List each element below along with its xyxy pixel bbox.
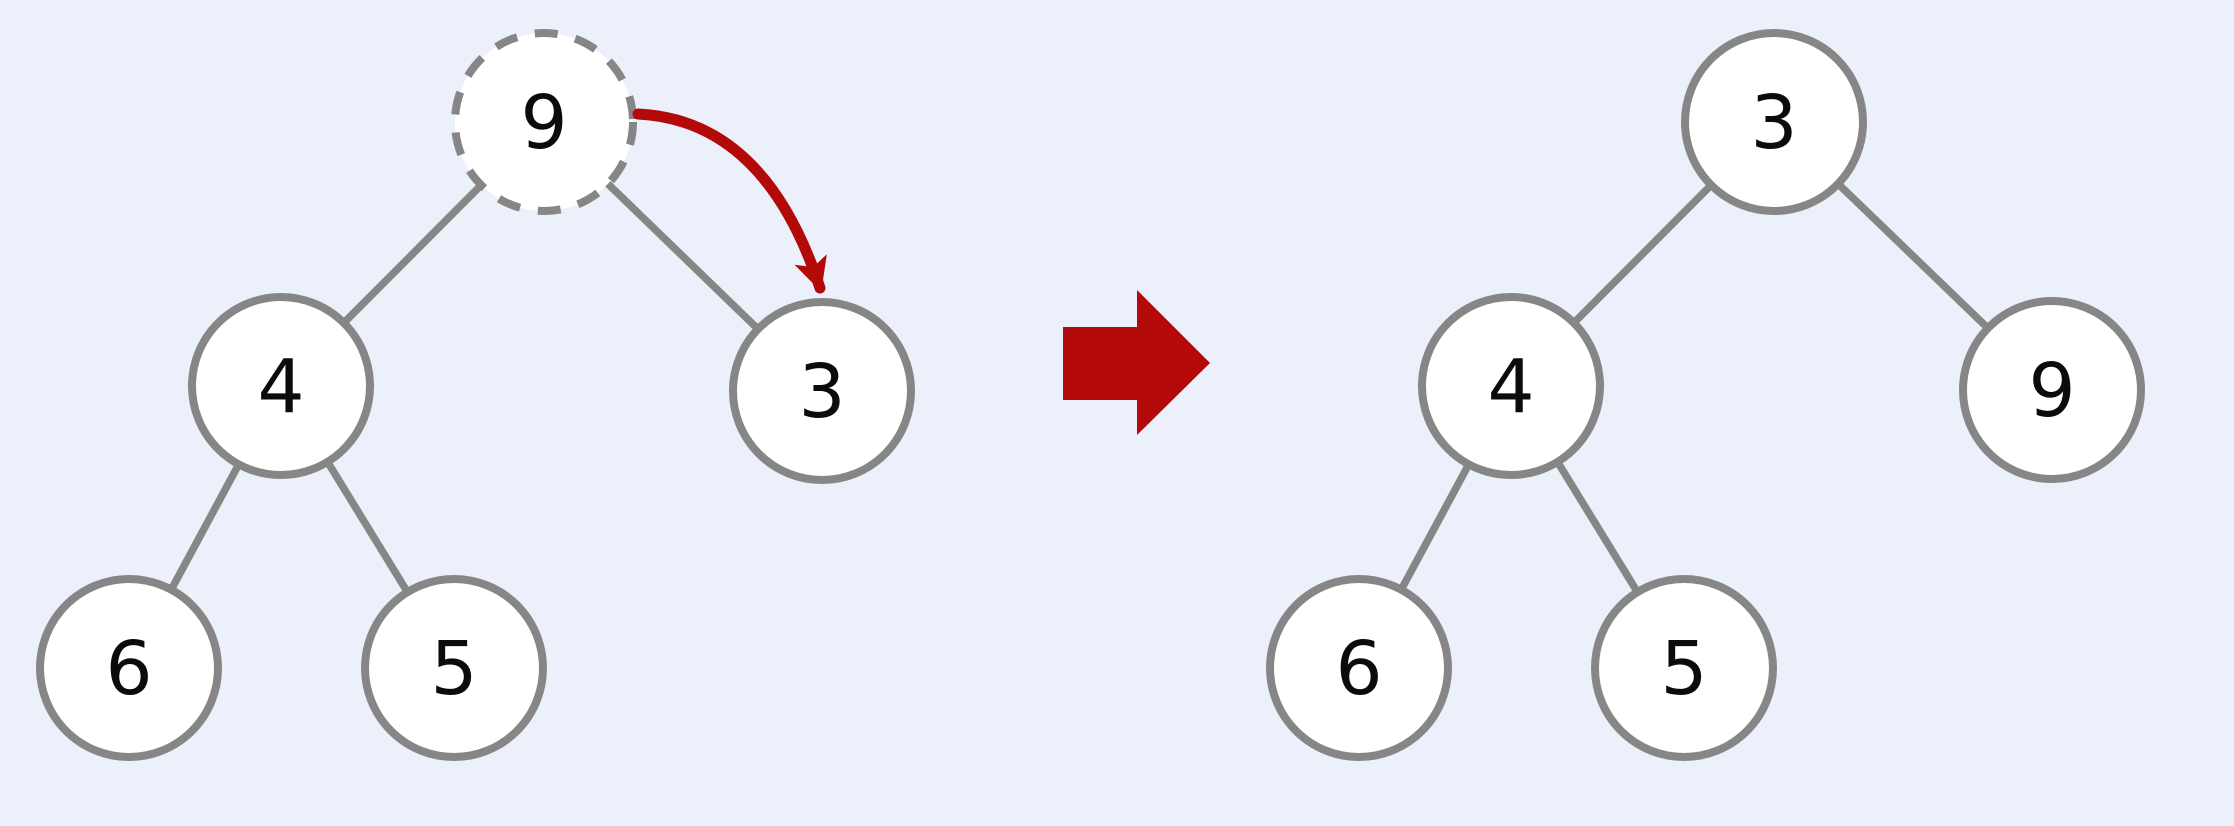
node-after-left (1418, 293, 1604, 479)
node-before-root-label: 9 (520, 80, 567, 166)
node-after-right-label: 9 (2028, 348, 2075, 434)
swap-arrow (632, 108, 827, 294)
node-after-root-label: 3 (1750, 80, 1797, 166)
node-before-leaf-right (361, 575, 547, 761)
node-before-root (451, 29, 637, 215)
node-before-left (188, 293, 374, 479)
node-after-leaf-left (1266, 575, 1452, 761)
node-before-leaf-left-label: 6 (105, 626, 152, 712)
node-after-leaf-right (1591, 575, 1777, 761)
tree-after: 3 4 9 6 5 (1266, 29, 2145, 761)
node-after-root (1681, 29, 1867, 215)
node-before-right (729, 298, 915, 484)
node-after-left-label: 4 (1487, 344, 1534, 430)
node-before-left-label: 4 (257, 344, 304, 430)
node-before-right-label: 3 (798, 349, 845, 435)
node-before-leaf-left (36, 575, 222, 761)
tree-before: 9 4 3 6 5 (36, 29, 915, 761)
node-after-leaf-left-label: 6 (1335, 626, 1382, 712)
transition-arrow-icon (1063, 290, 1210, 435)
node-before-leaf-right-label: 5 (430, 626, 477, 712)
node-after-leaf-right-label: 5 (1660, 626, 1707, 712)
node-after-right (1959, 297, 2145, 483)
